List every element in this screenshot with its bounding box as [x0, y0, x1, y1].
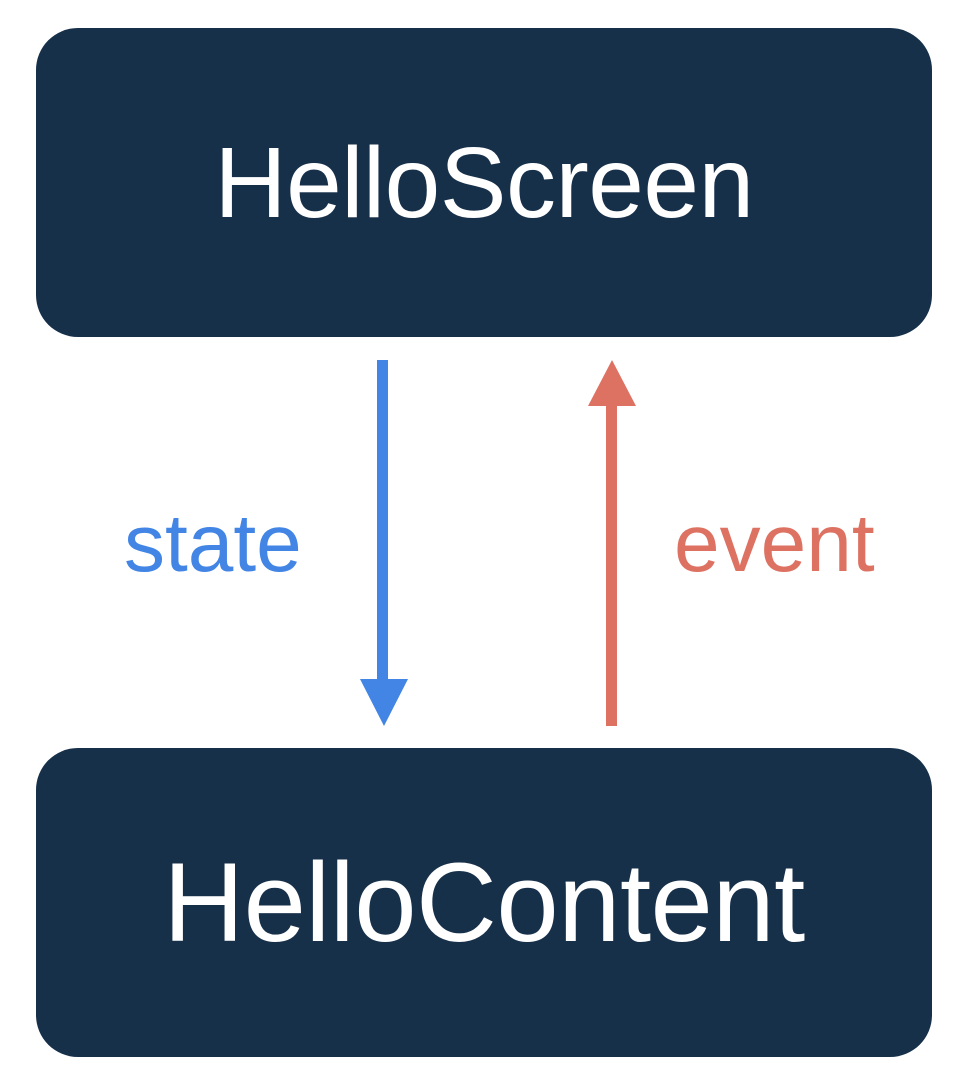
node-hello-content[interactable]: HelloContent: [36, 748, 932, 1057]
edge-label-state: state: [124, 498, 302, 589]
node-hello-content-label: HelloContent: [163, 839, 805, 965]
arrow-down-icon: [360, 360, 408, 726]
node-hello-screen-label: HelloScreen: [214, 126, 754, 239]
edge-label-event: event: [674, 498, 875, 589]
arrow-up-icon: [588, 360, 636, 726]
node-hello-screen[interactable]: HelloScreen: [36, 28, 932, 337]
